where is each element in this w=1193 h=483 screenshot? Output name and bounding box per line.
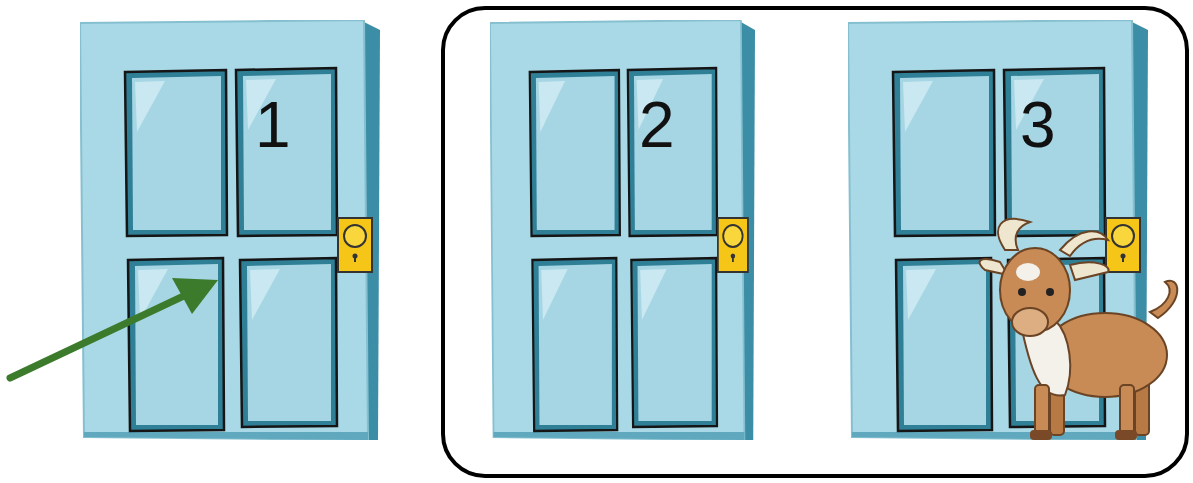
door: 1 [80,20,380,440]
door-panel [128,258,224,431]
door-panel [532,258,617,431]
door-number: 3 [1020,93,1056,157]
door-knob [718,218,748,272]
door-number: 2 [639,93,675,157]
door-shape [80,20,380,440]
door-knob [1106,218,1140,272]
rounded-bracket [443,8,1187,476]
door-panel [893,70,995,236]
door-panel [1004,68,1105,236]
door-number: 1 [255,93,291,157]
door-panel [628,68,717,236]
door-shape [490,20,755,440]
door-panel [1008,258,1105,427]
door: 2 [490,20,755,440]
door-panel [236,68,337,236]
door-panel [530,70,620,236]
door-knob [338,218,372,272]
door-panel [240,258,337,427]
door-panel [896,258,992,431]
door-panel [125,70,227,236]
door-panel [631,258,717,427]
